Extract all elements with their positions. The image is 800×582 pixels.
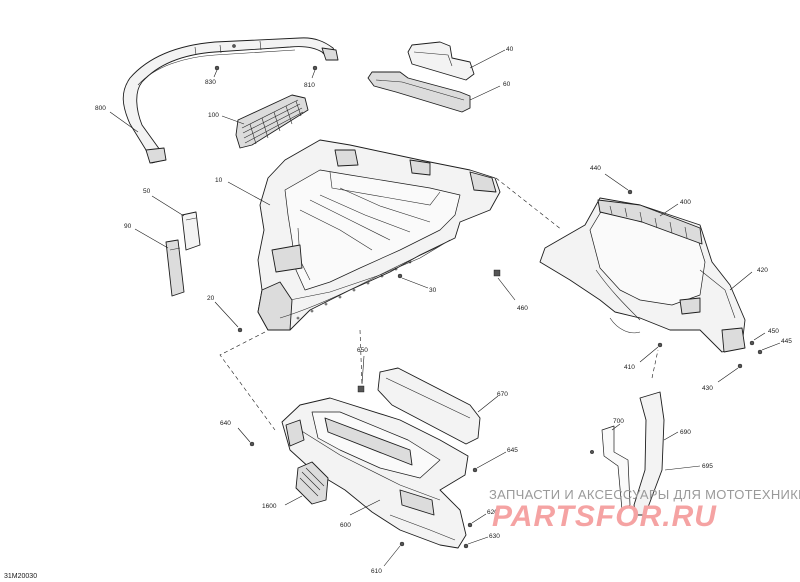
label-690: 690	[680, 429, 691, 436]
label-445: 445	[781, 338, 792, 345]
label-630: 630	[489, 533, 500, 540]
label-400: 400	[680, 199, 691, 206]
screw-610[interactable]	[399, 541, 405, 547]
label-620: 620	[487, 509, 498, 516]
part-600-front-panel[interactable]	[281, 397, 469, 549]
drawing-reference: 31M20030	[4, 573, 37, 580]
screw-410[interactable]	[657, 342, 663, 348]
label-80: 60	[503, 81, 511, 88]
part-100-grille[interactable]	[235, 94, 309, 149]
part-10-storage-tub[interactable]	[257, 139, 501, 331]
label-100: 100	[208, 112, 219, 119]
part-700-clip[interactable]	[601, 425, 631, 511]
label-10: 10	[215, 177, 223, 184]
screw-445[interactable]	[757, 349, 763, 355]
screw-650[interactable]	[357, 385, 365, 393]
watermark-logo: PARTSFOR.RU	[492, 500, 717, 533]
label-430: 430	[702, 385, 713, 392]
label-810-top: 810	[304, 82, 315, 89]
watermark-tagline: ЗАПЧАСТИ И АКСЕССУАРЫ ДЛЯ МОТОТЕХНИКИ	[489, 487, 800, 502]
label-20: 20	[207, 295, 215, 302]
label-410: 410	[624, 364, 635, 371]
screw-830[interactable]	[214, 65, 220, 71]
part-690-side-pad[interactable]	[633, 391, 665, 516]
label-670: 670	[497, 391, 508, 398]
label-610: 610	[371, 568, 382, 575]
label-50: 50	[143, 188, 151, 195]
label-1600: 1600	[262, 503, 277, 510]
part-400-trim[interactable]	[597, 199, 703, 245]
part-670-cushion[interactable]	[377, 367, 481, 445]
screw-30[interactable]	[397, 273, 403, 279]
screw-695[interactable]	[590, 450, 595, 455]
label-40: 40	[506, 46, 514, 53]
screw-450[interactable]	[749, 340, 755, 346]
part-80-pad[interactable]	[367, 71, 471, 113]
label-695: 695	[702, 463, 713, 470]
screw-440[interactable]	[627, 189, 633, 195]
screw-620[interactable]	[467, 522, 473, 528]
label-645: 645	[507, 447, 518, 454]
part-1600-insert[interactable]	[295, 461, 329, 505]
label-90: 90	[124, 223, 132, 230]
part-40-pad[interactable]	[407, 41, 475, 81]
fastener-460[interactable]	[493, 269, 501, 277]
label-640: 640	[220, 420, 231, 427]
screw-20[interactable]	[237, 327, 243, 333]
screw-810-top[interactable]	[312, 65, 318, 71]
label-600: 600	[340, 522, 351, 529]
label-700: 700	[613, 418, 624, 425]
screw-430[interactable]	[737, 363, 743, 369]
label-450: 450	[768, 328, 779, 335]
part-50-bracket[interactable]	[181, 211, 201, 251]
screw-640[interactable]	[249, 441, 255, 447]
label-460: 460	[517, 305, 528, 312]
label-420: 420	[757, 267, 768, 274]
label-650: 650	[357, 347, 368, 354]
label-800: 800	[95, 105, 106, 112]
label-440: 440	[590, 165, 601, 172]
label-830: 830	[205, 79, 216, 86]
label-30: 30	[429, 287, 437, 294]
part-90-bracket[interactable]	[165, 239, 185, 297]
screw-630[interactable]	[463, 543, 469, 549]
part-800-rack-tube[interactable]	[122, 37, 339, 164]
screw-645[interactable]	[472, 467, 478, 473]
